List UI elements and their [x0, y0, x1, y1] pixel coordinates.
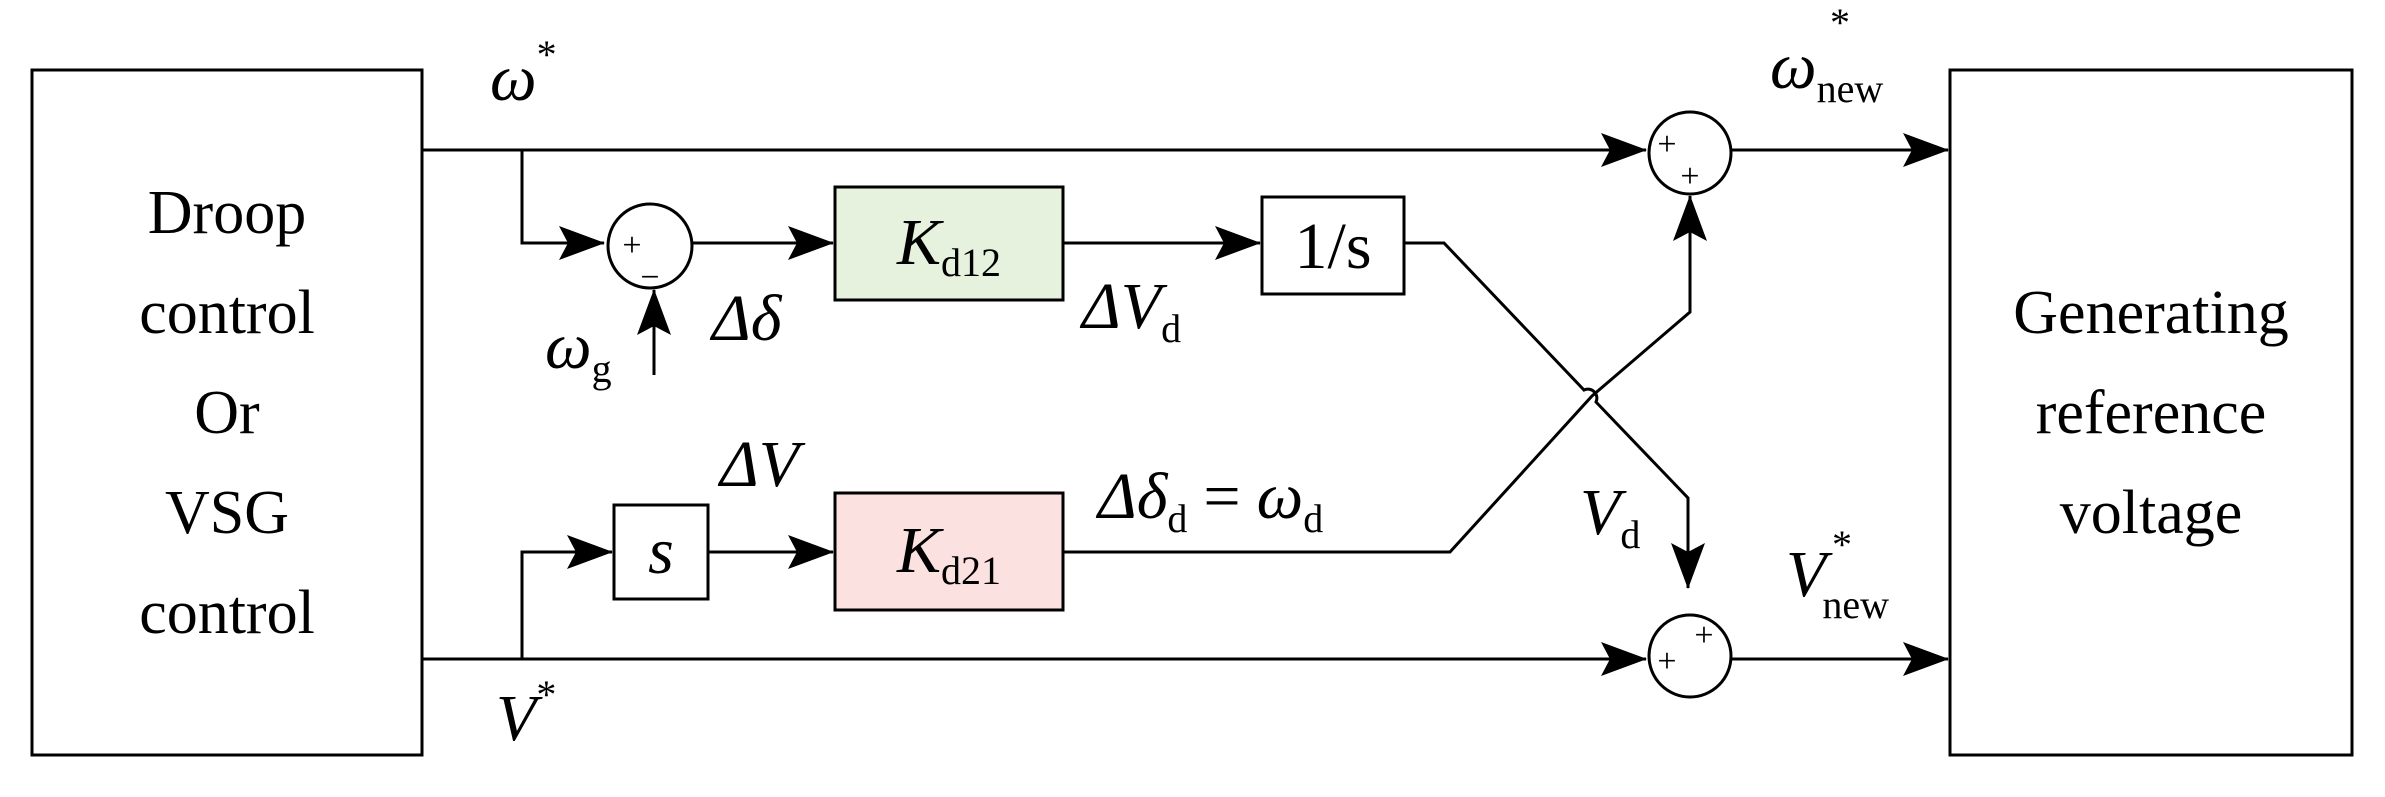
v-star-branch: [520, 535, 613, 659]
droop-line-5: control: [139, 579, 315, 647]
vd-path-line: [1404, 241, 1705, 589]
generating-line-3: voltage: [2060, 479, 2243, 547]
omega-new-star: *: [1830, 0, 1850, 45]
generating-reference-block: Generating reference voltage: [1948, 68, 2354, 757]
droop-line-2: control: [139, 279, 315, 347]
omega-new-label: ωnew: [1770, 30, 1883, 111]
delta-delta-d-label: Δδd=ωd: [1095, 460, 1323, 541]
droop-line-1: Droop: [148, 179, 306, 247]
v-star-label: V*: [496, 672, 556, 755]
delta-delta-label: Δδ: [709, 282, 783, 355]
droop-line-3: Or: [194, 379, 260, 447]
omega-d-path-line: [1063, 195, 1707, 554]
v-new-label: Vnew: [1786, 538, 1889, 627]
generating-line-2: reference: [2036, 379, 2267, 447]
integrator-block: 1/s: [1260, 195, 1406, 296]
sj-v-top-plus: +: [1694, 617, 1713, 654]
integrator-label: 1/s: [1294, 210, 1371, 283]
summing-junction-omega: + +: [1647, 110, 1733, 196]
sj-omega-bottom-plus: +: [1680, 158, 1699, 195]
vd-label: Vd: [1580, 476, 1640, 557]
sj-omega-left-plus: +: [1657, 126, 1676, 163]
delta-vd-label: ΔVd: [1079, 270, 1181, 351]
summing-junction-1: + −: [606, 202, 694, 296]
derivative-block: s: [612, 503, 710, 601]
summing-junction-v: + +: [1647, 613, 1733, 699]
derivative-label: s: [648, 515, 674, 588]
sj1-plus-sign: +: [622, 227, 641, 264]
sj-v-left-plus: +: [1657, 643, 1676, 680]
omega-g-label: ωg: [545, 310, 612, 391]
droop-line-4: VSG: [165, 479, 289, 547]
delta-v-label: ΔV: [717, 428, 806, 501]
droop-control-block: Droop control Or VSG control: [30, 68, 424, 757]
kd12-gain-block: Kd12: [833, 185, 1065, 302]
kd21-gain-block: Kd21: [833, 491, 1065, 612]
kd12-label: Kd12: [896, 206, 1001, 285]
generating-line-1: Generating: [2013, 279, 2288, 347]
kd21-label: Kd21: [896, 514, 1001, 593]
omega-star-label: ω*: [490, 32, 557, 115]
v-new-star: *: [1832, 522, 1852, 567]
omega-star-branch: [520, 150, 605, 260]
sj1-minus-sign: −: [640, 259, 659, 296]
